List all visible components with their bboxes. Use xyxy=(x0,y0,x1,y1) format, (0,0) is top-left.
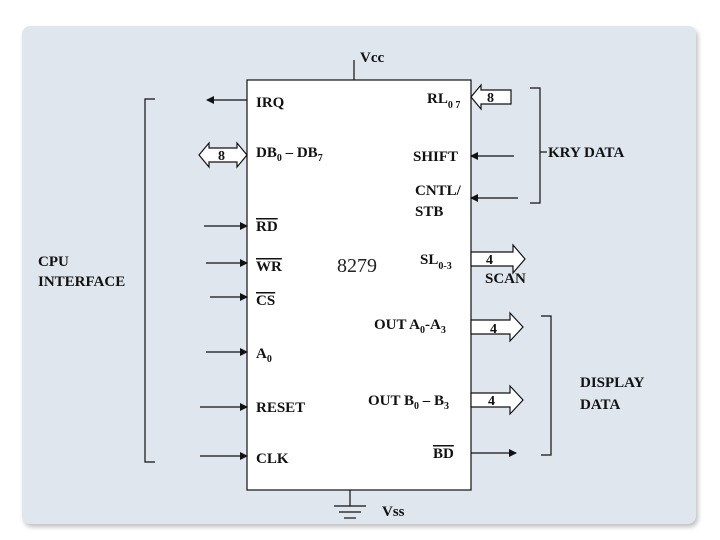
return-lines-width: 8 xyxy=(487,91,494,106)
shift-label: SHIFT xyxy=(413,149,458,165)
irq-label: IRQ xyxy=(256,95,285,111)
cntl-label-1: CNTL/ xyxy=(415,183,462,199)
db-label: DB0 – DB7 xyxy=(256,145,323,164)
scan-label: SCAN xyxy=(485,271,526,287)
sl-label: SL0-3 xyxy=(420,252,452,272)
out-b-label: OUT B0 – B3 xyxy=(368,393,449,412)
chip-name: 8279 xyxy=(337,255,377,277)
data-bus-arrow xyxy=(198,141,248,169)
rd-label: RD xyxy=(256,219,278,235)
rl-label: RL0 7 xyxy=(427,91,460,111)
scan-lines-width: 4 xyxy=(486,253,493,268)
display-data-label-2: DATA xyxy=(580,397,620,413)
cpu-interface-label-2: INTERFACE xyxy=(38,274,125,290)
return-lines-arrow xyxy=(470,83,512,111)
out-b-arrow xyxy=(470,384,524,416)
data-bus-width: 8 xyxy=(218,149,225,164)
a0-label: A0 xyxy=(256,346,272,365)
cs-label: CS xyxy=(256,293,275,309)
ground-icon xyxy=(334,490,366,519)
cpu-interface-label-1: CPU xyxy=(38,254,69,270)
cntl-label-2: STB xyxy=(415,204,443,220)
clk-label: CLK xyxy=(256,451,289,467)
wr-label: WR xyxy=(256,259,282,275)
chip-body xyxy=(246,79,472,491)
key-data-label: KRY DATA xyxy=(548,145,624,161)
scan-lines-arrow xyxy=(470,243,526,275)
vss-label: Vss xyxy=(382,504,405,520)
out-a-width: 4 xyxy=(490,322,497,337)
display-data-label-1: DISPLAY xyxy=(580,375,645,391)
cpu-interface-bracket xyxy=(144,98,155,463)
reset-label: RESET xyxy=(256,400,305,416)
key-data-bracket xyxy=(530,87,541,204)
out-a-label: OUT A0-A3 xyxy=(374,317,446,336)
vcc-label: Vcc xyxy=(360,50,384,66)
display-data-bracket xyxy=(541,315,552,456)
out-a-arrow xyxy=(470,311,524,343)
bd-label: BD xyxy=(433,446,454,462)
out-b-width: 4 xyxy=(488,394,495,409)
